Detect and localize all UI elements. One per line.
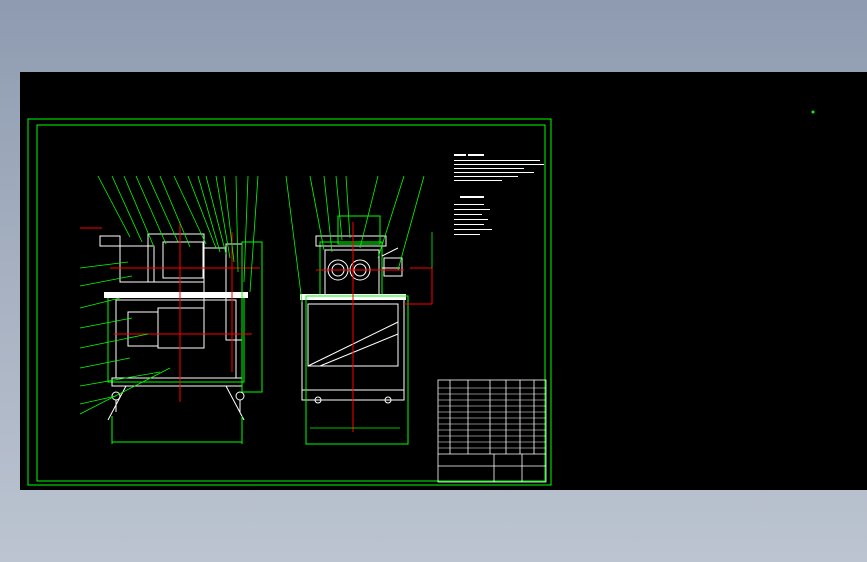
leader-lines-right [285, 175, 433, 429]
drawing-canvas[interactable] [20, 72, 867, 490]
technical-notes [454, 154, 544, 235]
outer-frame [27, 118, 552, 486]
title-block [437, 379, 547, 483]
cad-drawing-sheet [27, 110, 815, 486]
centerlines-right [316, 222, 433, 432]
side-view [300, 215, 409, 445]
front-view [99, 233, 263, 444]
inner-frame [36, 124, 546, 482]
centerlines-left [80, 222, 260, 402]
leader-lines-left [79, 175, 259, 415]
parts-list-rows [438, 387, 546, 449]
marker-dot [811, 110, 815, 114]
